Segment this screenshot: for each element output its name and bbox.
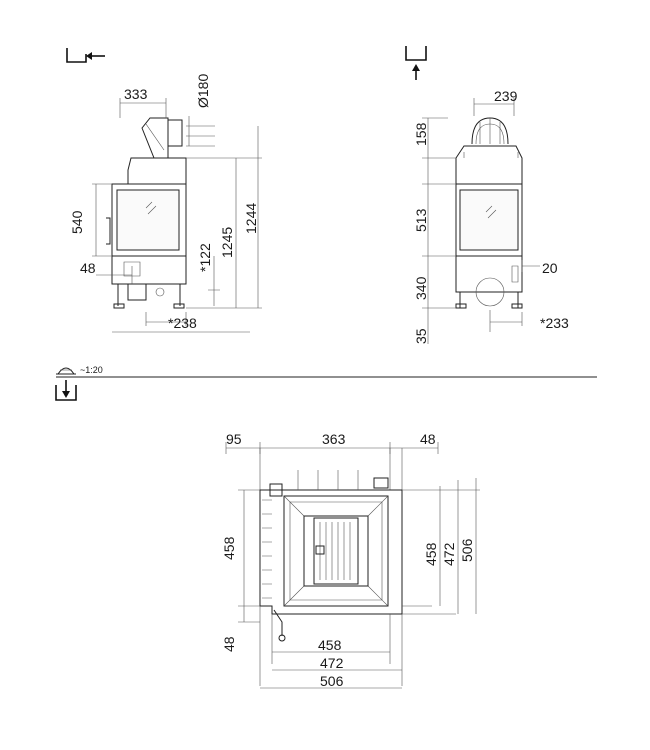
- side-dim-48: 48: [80, 260, 96, 276]
- side-dim-333: 333: [124, 86, 148, 102]
- front-view-arrow-up-icon: [405, 46, 427, 80]
- front-dim-20: 20: [542, 260, 558, 276]
- plan-dim-48-top: 48: [420, 431, 436, 447]
- plan-dim-472-right: 472: [441, 542, 457, 566]
- front-dim-35: 35: [413, 328, 429, 344]
- front-dim-513: 513: [413, 208, 429, 232]
- plan-view-arrow-down-icon: [55, 380, 77, 401]
- side-dim-238: *238: [168, 315, 197, 331]
- plan-dim-472-bottom: 472: [320, 655, 344, 671]
- scale-label: ~1:20: [80, 365, 103, 375]
- front-dim-239: 239: [494, 88, 518, 104]
- plan-dim-95: 95: [226, 431, 242, 447]
- front-dim-340: 340: [413, 276, 429, 300]
- plan-dim-506-right: 506: [459, 538, 475, 562]
- plan-dim-363: 363: [322, 431, 346, 447]
- front-view: [422, 98, 540, 344]
- side-view-arrow-left-icon: [66, 48, 105, 63]
- plan-dim-48-left: 48: [221, 636, 237, 652]
- plan-view: [225, 442, 480, 689]
- side-view: [92, 98, 262, 333]
- plan-dim-458-left: 458: [221, 536, 237, 560]
- front-dim-158: 158: [413, 122, 429, 146]
- side-dim-540: 540: [69, 210, 85, 234]
- scale-icon: [56, 367, 76, 375]
- side-dim-flue: Ø180: [195, 74, 211, 108]
- front-dim-233: *233: [540, 315, 569, 331]
- plan-dim-458-right: 458: [423, 542, 439, 566]
- side-dim-122: *122: [197, 243, 213, 272]
- side-dim-1045: 1245: [219, 227, 235, 258]
- plan-dim-458-bottom: 458: [318, 637, 342, 653]
- side-dim-1244: 1244: [243, 203, 259, 234]
- plan-dim-506-bottom: 506: [320, 673, 344, 689]
